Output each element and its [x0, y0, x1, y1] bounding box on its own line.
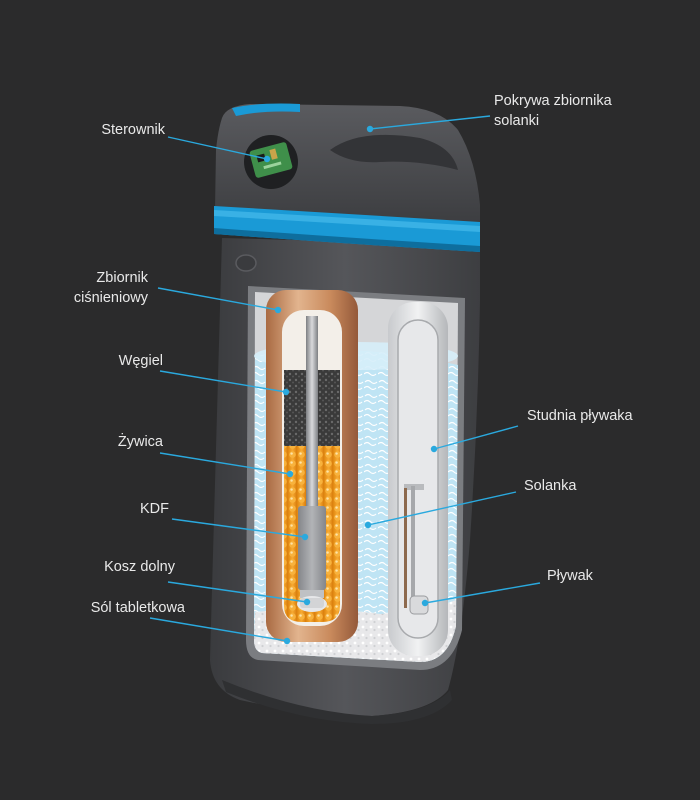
label-zywica: Żywica: [117, 434, 163, 450]
leader-plywak: [424, 582, 541, 604]
leader-studnia: [433, 425, 519, 450]
label-pokrywa-line1: Pokrywa zbiornika: [494, 93, 612, 109]
leader-dots: [263, 125, 438, 645]
leader-sol: [149, 617, 288, 642]
leader-wegiel: [159, 370, 287, 393]
label-zbiornik-line1: Zbiornik: [96, 270, 148, 286]
leader-kosz: [167, 581, 308, 603]
lid-accent-strip: [232, 103, 300, 116]
leader-sterownik: [167, 136, 268, 160]
label-kdf: KDF: [140, 501, 169, 517]
label-zbiornik-line2: ciśnieniowy: [73, 290, 148, 306]
leader-zbiornik: [157, 287, 279, 311]
housing-base: [222, 680, 452, 724]
lid-recess: [330, 134, 458, 170]
leader-pokrywa: [369, 115, 491, 130]
leader-lines: [149, 115, 541, 642]
side-latch: [235, 254, 257, 272]
label-pokrywa-line2: solanki: [494, 113, 540, 129]
leader-solanka: [367, 491, 517, 526]
leader-zywica: [159, 452, 291, 475]
label-plywak: Pływak: [547, 568, 593, 584]
label-wegiel: Węgiel: [118, 353, 163, 369]
label-sterownik: Sterownik: [101, 122, 165, 138]
label-studnia: Studnia pływaka: [527, 408, 633, 424]
label-kosz: Kosz dolny: [104, 559, 175, 575]
label-sol: Sól tabletkowa: [90, 600, 185, 616]
leader-kdf: [171, 518, 306, 538]
brine-tank-lid: [215, 104, 480, 226]
label-solanka: Solanka: [524, 478, 577, 494]
distributor-tube: [306, 316, 318, 516]
